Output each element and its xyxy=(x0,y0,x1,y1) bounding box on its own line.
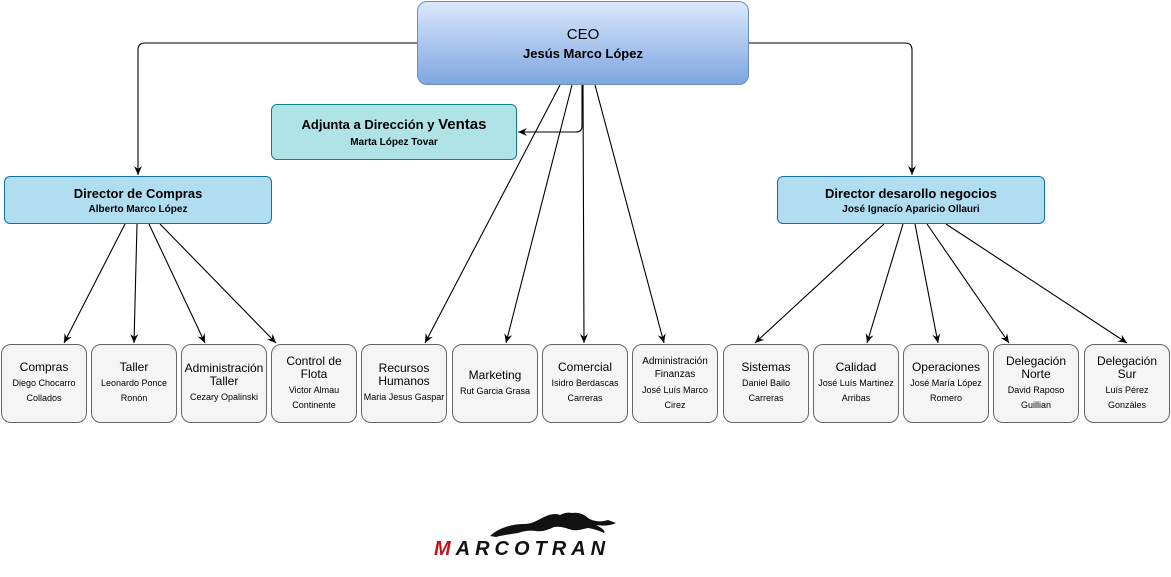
ceo-name: Jesús Marco López xyxy=(523,45,643,61)
leaf-name: Daniel Bailo Carreras xyxy=(741,378,791,403)
leaf-name: Cezary Opalinski xyxy=(189,392,259,402)
edge-compras-admin-taller xyxy=(148,223,206,344)
leaf-operaciones[interactable]: Operaciones José María López Romero xyxy=(903,344,989,423)
adjunta-title-prefix: Adjunta a Dirección y xyxy=(301,117,439,132)
leaf-delegacion-sur[interactable]: Delegación Sur Luís Pérez Gonzáles xyxy=(1084,344,1170,423)
adjunta-name: Marta López Tovar xyxy=(350,137,438,148)
leaf-taller[interactable]: Taller Leonardo Ponce Ronón xyxy=(91,344,177,423)
edge-negocios-calidad xyxy=(865,223,904,344)
edge-compras-compras xyxy=(63,223,126,344)
director-negocios-name: José Ignacío Aparicio Ollauri xyxy=(842,203,980,215)
edge-ceo-comercial xyxy=(579,84,588,344)
director-compras-name: Alberto Marco López xyxy=(88,203,188,215)
leaf-calidad[interactable]: Calidad José Luís Martinez Arribas xyxy=(813,344,899,423)
leaf-sistemas[interactable]: Sistemas Daniel Bailo Carreras xyxy=(723,344,809,423)
ceo-title: CEO xyxy=(566,25,600,43)
leaf-name: Luís Pérez Gonzáles xyxy=(1105,384,1149,410)
edge-ceo-dir-compras xyxy=(134,42,417,175)
leaf-comercial[interactable]: Comercial Isidro Berdascas Carreras xyxy=(542,344,628,423)
leaf-marketing[interactable]: Marketing Rut Garcia Grasa xyxy=(452,344,538,423)
leaf-title: Control de Flota xyxy=(286,353,342,381)
leaf-name: José María López Romero xyxy=(910,378,982,403)
leaf-administracion-finanzas[interactable]: Administración Finanzas José Luís Marco … xyxy=(632,344,718,423)
leaf-title: Comercial xyxy=(557,360,612,374)
director-compras-title: Director de Compras xyxy=(73,185,203,201)
leaf-name: José Luís Marco Cirez xyxy=(641,384,709,410)
leaf-title: Calidad xyxy=(835,360,877,374)
leaf-title: Taller xyxy=(119,360,149,374)
edge-negocios-sistemas xyxy=(754,223,885,344)
leaf-compras[interactable]: Compras Diego Chocarro Collados xyxy=(1,344,87,423)
edge-ceo-rrhh xyxy=(424,84,561,344)
edge-ceo-dir-negocios xyxy=(749,42,916,175)
leaf-delegacion-norte[interactable]: Delegación Norte David Raposo Guillian xyxy=(993,344,1079,423)
edge-negocios-sur xyxy=(945,223,1128,344)
leaf-name: Victor Almau Continente xyxy=(288,384,340,410)
leaf-title: Administración Finanzas xyxy=(642,355,708,380)
leaf-title: Administración Taller xyxy=(184,361,264,388)
leaf-title: Marketing xyxy=(468,367,522,382)
edge-compras-flota xyxy=(159,223,277,344)
director-negocios-node[interactable]: Director desarollo negocios José Ignacío… xyxy=(777,176,1045,224)
leaf-control-flota[interactable]: Control de Flota Victor Almau Continente xyxy=(271,344,357,423)
leaf-name: Diego Chocarro Collados xyxy=(12,378,76,403)
leaf-recursos-humanos[interactable]: Recursos Humanos Maria Jesus Gaspar xyxy=(361,344,447,423)
director-negocios-title: Director desarollo negocios xyxy=(825,185,997,201)
leaf-title: Compras xyxy=(19,360,69,374)
edge-compras-taller xyxy=(130,223,139,344)
edge-negocios-norte xyxy=(926,223,1010,344)
leaf-name: José Luís Martinez Arribas xyxy=(818,378,894,403)
leaf-title: Delegación Sur xyxy=(1096,353,1158,381)
adjunta-title-suffix: Ventas xyxy=(438,116,487,133)
leaf-name: David Raposo Guillian xyxy=(1007,384,1065,410)
leaf-title: Recursos Humanos xyxy=(378,361,430,388)
leaf-name: Rut Garcia Grasa xyxy=(459,385,531,396)
leaf-name: Maria Jesus Gaspar xyxy=(363,392,445,402)
leaf-administracion-taller[interactable]: Administración Taller Cezary Opalinski xyxy=(181,344,267,423)
adjunta-title: Adjunta a Dirección y Ventas xyxy=(302,116,487,133)
leaf-title: Operaciones xyxy=(911,360,981,374)
edge-ceo-adjunta xyxy=(518,85,583,136)
logo-text: MARCOTRAN xyxy=(434,538,610,560)
adjunta-node[interactable]: Adjunta a Dirección y Ventas Marta López… xyxy=(271,104,517,160)
marcotran-logo: MARCOTRAN xyxy=(434,512,616,560)
edge-ceo-finanzas xyxy=(594,84,666,344)
leaf-name: Isidro Berdascas Carreras xyxy=(551,378,619,403)
leaf-title: Sistemas xyxy=(741,360,791,374)
greyhound-icon xyxy=(490,512,616,537)
director-compras-node[interactable]: Director de Compras Alberto Marco López xyxy=(4,176,272,224)
edge-negocios-operaciones xyxy=(914,223,941,344)
leaf-title: Delegación Norte xyxy=(1005,353,1067,381)
edge-ceo-marketing xyxy=(504,84,573,344)
leaf-name: Leonardo Ponce Ronón xyxy=(100,378,168,403)
ceo-node[interactable]: CEO Jesús Marco López xyxy=(417,1,749,85)
